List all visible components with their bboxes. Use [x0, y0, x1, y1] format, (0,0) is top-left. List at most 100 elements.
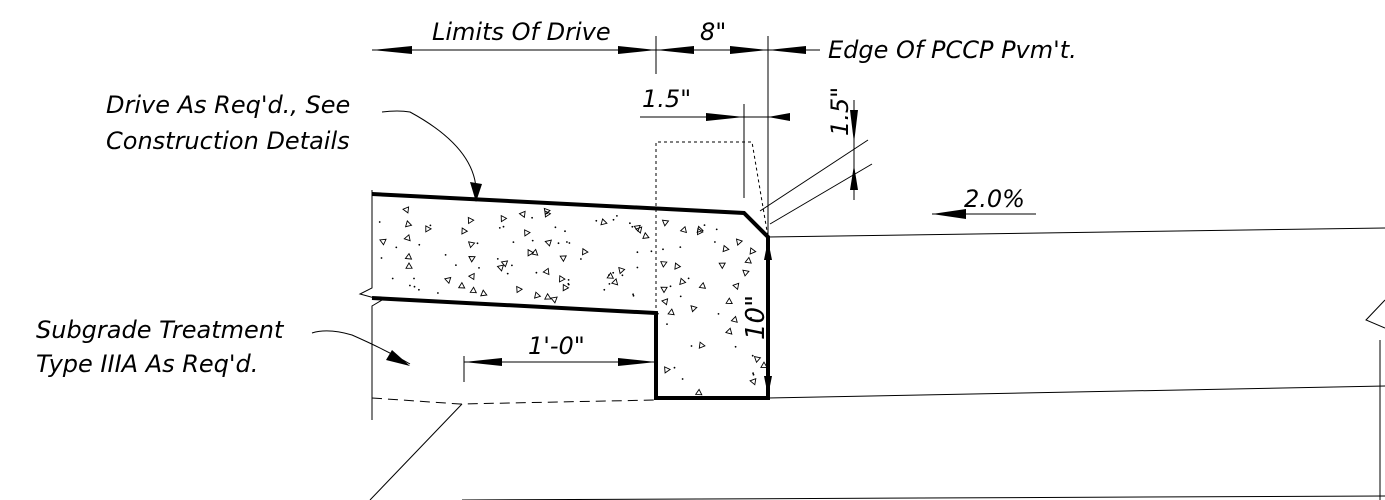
aggregate-dot	[531, 216, 533, 219]
aggregate-dot	[476, 242, 479, 245]
aggregate-dot	[616, 215, 618, 217]
aggregate-triangle	[600, 218, 608, 226]
aggregate-triangle	[379, 238, 387, 246]
aggregate-triangle	[530, 248, 539, 256]
aggregate-dot	[603, 288, 606, 291]
aggregate-dot	[703, 224, 706, 227]
aggregate-triangle	[550, 296, 558, 304]
aggregate-dot	[380, 257, 383, 259]
drive-note-line1: Drive As Req'd., See	[106, 91, 350, 119]
aggregate-dot	[751, 354, 754, 357]
aggregate-dot	[409, 284, 411, 287]
aggregate-dot	[564, 230, 566, 233]
aggregate-dot	[595, 219, 598, 222]
aggregate-triangle	[542, 267, 550, 276]
aggregate-triangle	[690, 305, 698, 313]
subgrade-bottom-line	[461, 495, 1385, 500]
aggregate-triangle	[543, 207, 551, 216]
dim-8in-label: 8"	[700, 18, 726, 46]
aggregate-triangle	[461, 227, 469, 235]
aggregate-triangle	[559, 255, 567, 263]
aggregate-triangle	[725, 327, 733, 335]
aggregate-triangle	[559, 274, 566, 283]
aggregate-dot	[511, 264, 513, 267]
aggregate-triangle	[664, 366, 672, 374]
aggregate-triangle	[696, 227, 704, 236]
subgrade-line1: Subgrade Treatment	[36, 316, 285, 344]
aggregate-triangle	[403, 233, 411, 242]
dim-10in-label: 10"	[741, 295, 771, 340]
dim-1ft	[463, 356, 656, 382]
aggregate-dot	[608, 274, 610, 276]
aggregate-triangle	[698, 281, 707, 289]
aggregate-dot	[478, 267, 480, 269]
aggregate-dot	[673, 366, 676, 369]
aggregate-triangle	[544, 292, 552, 300]
aggregate-dot	[608, 283, 611, 285]
aggregate-triangle	[516, 285, 523, 294]
subgrade-leader	[311, 330, 411, 366]
aggregate-dot	[687, 277, 690, 280]
aggregate-dot	[554, 226, 557, 229]
subgrade-slope-line	[369, 403, 463, 500]
aggregate-triangle	[732, 282, 740, 291]
aggregate-triangle	[468, 256, 476, 263]
aggregate-dot	[496, 258, 499, 260]
aggregate-triangle	[730, 315, 738, 323]
aggregate-dot	[444, 254, 447, 256]
edge-of-pccp-label: Edge Of PCCP Pvm't.	[828, 36, 1077, 64]
aggregate-dot	[681, 378, 684, 380]
aggregate-dot	[535, 271, 538, 274]
aggregate-triangle	[402, 206, 410, 214]
aggregate-triangle	[524, 229, 531, 237]
aggregate-triangle	[744, 256, 752, 264]
aggregate-dot	[636, 251, 639, 254]
aggregate-dot	[413, 277, 415, 280]
aggregate-dot	[566, 241, 568, 243]
aggregate-dot	[621, 274, 624, 277]
aggregate-dot	[756, 319, 759, 322]
top-dimension	[372, 36, 820, 236]
aggregate-dot	[714, 241, 716, 243]
aggregate-dot	[715, 228, 718, 231]
aggregate-dot	[455, 264, 457, 266]
aggregate-dot	[557, 242, 560, 245]
aggregate-triangle	[610, 278, 619, 286]
aggregate-triangle	[722, 244, 730, 253]
aggregate-dot	[418, 243, 421, 246]
aggregate-triangle	[404, 220, 413, 228]
aggregate-triangle	[469, 286, 478, 294]
aggregate-dot	[429, 224, 432, 227]
aggregate-dot	[752, 372, 754, 375]
aggregate-triangle	[635, 226, 643, 234]
aggregate-triangle	[753, 356, 762, 364]
aggregate-dot	[750, 316, 752, 319]
aggregate-dot	[418, 288, 420, 291]
aggregate-triangle	[698, 341, 706, 349]
aggregate-dot	[546, 212, 548, 215]
aggregate-triangle	[660, 261, 668, 268]
aggregate-dot	[378, 221, 381, 223]
dim-1-5-horizontal-label: 1.5"	[642, 85, 691, 113]
aggregate-triangle	[760, 361, 768, 368]
aggregate-dot	[632, 293, 634, 296]
aggregate-triangle	[679, 225, 688, 234]
dim-1-5-vertical-label: 1.5"	[826, 87, 854, 136]
concrete-stipple-pattern	[378, 206, 768, 396]
aggregate-dot	[631, 225, 634, 228]
aggregate-dot	[669, 285, 672, 288]
aggregate-triangle	[562, 283, 570, 292]
slab-break-line	[358, 190, 384, 420]
aggregate-dot	[662, 248, 664, 251]
aggregate-dot	[567, 279, 570, 281]
aggregate-dot	[629, 222, 631, 225]
drive-note-leader	[381, 110, 482, 202]
subgrade-dashed-line	[371, 397, 657, 405]
aggregate-dot	[612, 271, 615, 274]
aggregate-dot	[567, 283, 570, 286]
aggregate-dot	[666, 323, 668, 325]
aggregate-triangle	[694, 388, 703, 396]
aggregate-dot	[734, 345, 737, 348]
aggregate-triangle	[735, 238, 744, 246]
